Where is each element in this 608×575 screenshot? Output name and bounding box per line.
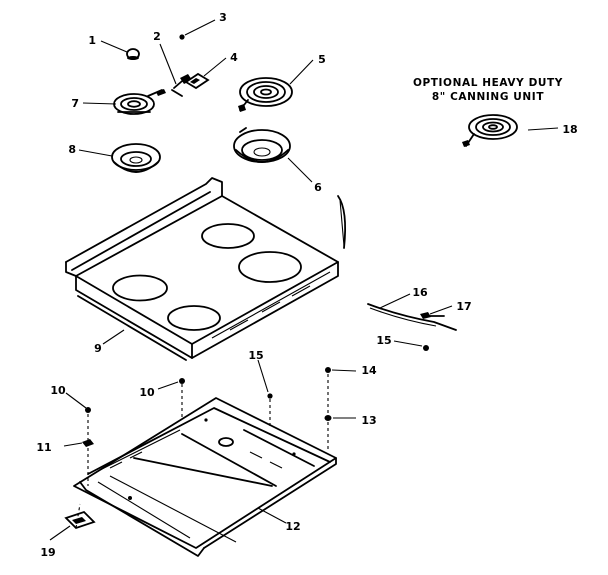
callout-4: 4	[230, 51, 238, 64]
part-15-screw-right	[423, 345, 429, 351]
part-11-bracket	[82, 439, 94, 447]
callout-9: 9	[94, 342, 102, 355]
part-2-lead	[171, 74, 192, 97]
part-4-terminal-block	[184, 72, 210, 90]
part-16-wire-harness	[367, 303, 457, 331]
callout-2: 2	[153, 30, 161, 43]
caption-line-2: 8" CANNING UNIT	[432, 91, 544, 103]
caption-line-1: OPTIONAL HEAVY DUTY	[413, 77, 563, 89]
callout-18: 18	[562, 123, 577, 136]
callout-15-right: 15	[376, 334, 391, 347]
callout-16: 16	[412, 286, 428, 299]
part-18-canning-element	[462, 114, 518, 147]
callout-3: 3	[219, 11, 227, 24]
callout-8: 8	[68, 143, 76, 156]
callout-12: 12	[285, 520, 300, 533]
part-12-bottom-pan	[73, 397, 337, 557]
callout-10-center: 10	[139, 386, 155, 399]
part-15-screw-bottom	[267, 393, 273, 399]
callout-1: 1	[88, 34, 96, 47]
part-5-large-element	[238, 77, 293, 112]
part-3-screw	[179, 34, 185, 40]
part-19-access-cover	[64, 510, 96, 530]
callout-19: 19	[40, 546, 55, 559]
leader-lines	[49, 19, 559, 541]
part-1-knob	[126, 48, 140, 60]
part-8-small-drip-pan	[111, 143, 161, 173]
callout-17: 17	[456, 300, 471, 313]
part-10-screw-left	[85, 407, 91, 413]
callout-5: 5	[318, 53, 326, 66]
part-7-small-element	[113, 89, 166, 115]
callout-15-bottom: 15	[248, 349, 263, 362]
callout-7: 7	[71, 97, 79, 110]
callout-10-left: 10	[50, 384, 66, 397]
part-9-main-cooktop	[65, 177, 347, 361]
assembly-guide-lines	[75, 374, 329, 529]
part-17-clip	[420, 312, 445, 319]
callout-13: 13	[361, 414, 376, 427]
part-13-spacer	[324, 415, 332, 421]
part-10-screw-center	[179, 378, 185, 384]
callout-6: 6	[314, 181, 322, 194]
callout-11: 11	[36, 441, 51, 454]
callout-14: 14	[361, 364, 377, 377]
part-14-screw	[325, 367, 331, 373]
part-6-large-drip-pan	[233, 127, 291, 163]
callout-numbers: 1 2 3 4 5 6 7 8 9 10 10 11 12 13 14 15 1…	[36, 11, 577, 559]
